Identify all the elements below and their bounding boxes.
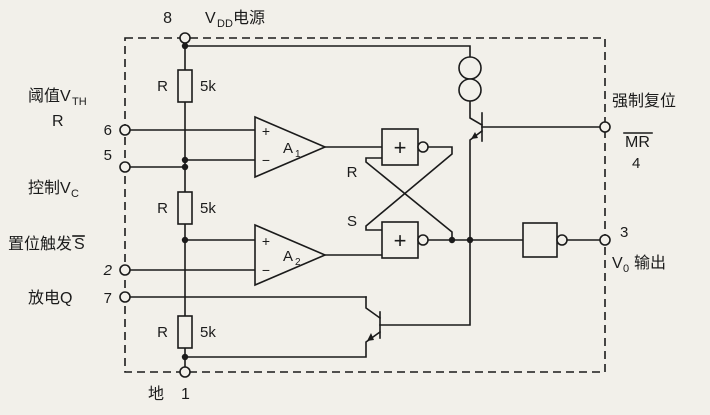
resistor-1-value: 5k (200, 78, 216, 95)
junction-ground-link (181, 353, 189, 361)
junction-a2-plus (181, 236, 189, 244)
wire-current-source-collector (469, 100, 484, 127)
comparator-a2-triangle (254, 223, 328, 287)
discharge-transistor-emitter-arrow (367, 333, 374, 341)
output-inverter-bubble (556, 234, 568, 246)
reset-label-group: 强制复位 MR 4 (612, 92, 676, 172)
ground-label: 地 (148, 385, 164, 403)
vdd-label-sub: DD (217, 18, 233, 30)
wires (129, 42, 601, 368)
output-label-group: 3 V 0 输出 (612, 224, 666, 275)
nor-gate-s-symbol: + (394, 228, 407, 253)
pin-2-number: 2 (103, 262, 113, 279)
comparator-a1-triangle (254, 115, 328, 179)
wire-discharge-emitter-ground (184, 330, 382, 358)
nor-gate-r (381, 128, 419, 166)
vdd-label-v: V (205, 10, 216, 27)
nor-gate-r-bubble (417, 141, 429, 153)
vdd-label-word: 电源 (233, 9, 265, 27)
reset-transistor-emitter-arrow (471, 132, 478, 139)
a1-plus-sign: + (262, 123, 270, 139)
pin-1-terminal (179, 366, 191, 378)
output-label-sub: 0 (623, 263, 629, 275)
wire-discharge-collector (365, 296, 382, 320)
current-source (458, 56, 482, 102)
vdd-label-group: 8 V DD 电源 (163, 9, 265, 30)
output-label-v: V (612, 255, 623, 272)
discharge-label-group: 放电Q 7 (28, 289, 112, 307)
pin-5-terminal (119, 161, 131, 173)
pin-1-number: 1 (181, 386, 190, 403)
reset-title: 强制复位 (612, 92, 676, 110)
a1-label: A (283, 140, 293, 157)
junction-pin5 (181, 163, 189, 171)
junction-crosscouple (448, 236, 456, 244)
trigger-label-s: S (74, 236, 85, 253)
comparator-a2: + − A 2 (254, 223, 328, 287)
nor-gate-s (381, 221, 419, 259)
a2-minus-sign: − (262, 262, 270, 278)
a2-plus-sign: + (262, 233, 270, 249)
ground-label-group: 地 1 (148, 385, 190, 403)
pin-6-terminal (119, 124, 131, 136)
pin-8-terminal (179, 32, 191, 44)
a1-minus-sign: − (262, 152, 270, 168)
wire-crosscouple-2 (365, 157, 453, 241)
a1-label-sub: 1 (295, 149, 301, 160)
pin-5-number: 5 (104, 147, 112, 164)
pin-3-number: 3 (620, 224, 628, 241)
pin-4-terminal (599, 121, 611, 133)
output-label-word: 输出 (634, 254, 666, 272)
resistor-labels: R 5k R 5k R 5k (157, 78, 216, 341)
resistor-3-value: 5k (200, 324, 216, 341)
pin-6-number: 6 (104, 122, 112, 139)
reset-name: MR (625, 134, 650, 151)
a2-label-sub: 2 (295, 257, 301, 268)
threshold-label-line2: R (52, 113, 64, 130)
trigger-label-group: 置位触发 S 2 (8, 235, 113, 279)
nor-gate-r-symbol: + (394, 135, 407, 160)
flipflop: + + R S (347, 128, 429, 259)
wire-crosscouple-1 (365, 146, 453, 231)
junction-top-rail (181, 42, 189, 50)
junction-dots (181, 42, 474, 361)
junction-reset-node (466, 236, 474, 244)
resistor-3-name: R (157, 324, 168, 341)
pin-terminals (119, 32, 611, 378)
resistor-2-name: R (157, 200, 168, 217)
nor-gate-s-bubble (417, 234, 429, 246)
pin-7-number: 7 (104, 290, 112, 307)
threshold-label: 阈值V (28, 87, 71, 105)
wire-top-rail (184, 45, 471, 58)
resistor-2-value: 5k (200, 200, 216, 217)
threshold-label-sub: TH (72, 96, 87, 108)
flipflop-r-label: R (347, 164, 358, 181)
resistor-1-name: R (157, 78, 168, 95)
control-label-group: 5 控制V C (28, 147, 112, 200)
resistor-divider (177, 69, 193, 349)
resistor-2 (177, 191, 193, 225)
pin-3-terminal (599, 234, 611, 246)
control-label: 控制V (28, 179, 71, 197)
pin-4-number: 4 (632, 155, 640, 172)
resistor-3 (177, 315, 193, 349)
flipflop-s-label: S (347, 213, 357, 230)
output-inverter (522, 222, 568, 258)
resistor-1 (177, 69, 193, 103)
current-source-circle-bottom (458, 78, 482, 102)
threshold-label-group: 阈值V TH R 6 (28, 87, 112, 139)
discharge-label: 放电Q (28, 289, 72, 307)
output-inverter-box (522, 222, 558, 258)
junction-a1-minus (181, 156, 189, 164)
current-source-circle-top (458, 56, 482, 80)
a2-label: A (283, 248, 293, 265)
pin-7-terminal (119, 291, 131, 303)
pin-8-number: 8 (163, 10, 172, 27)
pin-2-terminal (119, 264, 131, 276)
ic-boundary (124, 37, 606, 373)
trigger-label: 置位触发 (8, 235, 72, 253)
control-label-sub: C (71, 188, 79, 200)
comparator-a1: + − A 1 (254, 115, 328, 179)
